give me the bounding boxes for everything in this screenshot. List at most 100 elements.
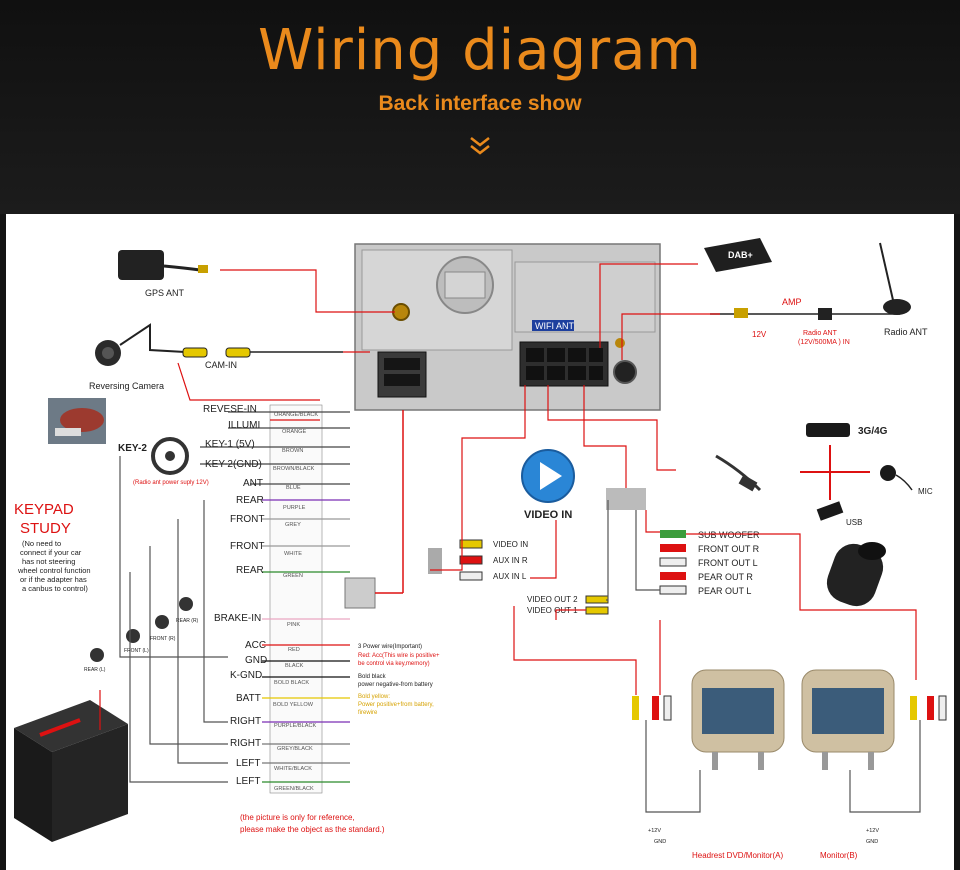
radio-ant-power-label-1: Radio ANT bbox=[803, 330, 838, 337]
color-red: RED bbox=[288, 647, 300, 653]
cam-in-label: CAM-IN bbox=[205, 360, 237, 370]
harness-front-2: FRONT bbox=[230, 541, 264, 552]
reference-note-2: please make the object as the standard.) bbox=[240, 825, 385, 834]
color-blue: BLUE bbox=[286, 485, 301, 491]
harness-batt: BATT bbox=[236, 693, 261, 704]
color-brown: BROWN bbox=[282, 448, 303, 454]
video-in-title: VIDEO IN bbox=[524, 509, 572, 521]
color-brown-black: BROWN/BLACK bbox=[273, 466, 315, 472]
keypad-study: KEYPAD STUDY (No need to connect if your… bbox=[14, 501, 91, 593]
wiring-diagram: WIFI ANT GPS ANT Reversing Camera CAM-IN… bbox=[14, 238, 947, 860]
harness-right-1: RIGHT bbox=[230, 716, 261, 727]
pear-out-l-label: PEAR OUT L bbox=[698, 586, 751, 596]
video-out-2-label: VIDEO OUT 2 bbox=[527, 595, 578, 604]
header-banner: Wiring diagram Back interface show bbox=[0, 0, 960, 214]
color-orange: ORANGE bbox=[282, 429, 307, 435]
harness-left-1: LEFT bbox=[236, 758, 260, 769]
v12-b: +12V bbox=[866, 828, 879, 834]
v12-a: +12V bbox=[648, 828, 661, 834]
dab-module: DAB+ bbox=[704, 238, 772, 272]
car-thumbnail bbox=[48, 398, 106, 444]
mic-label: MIC bbox=[918, 487, 933, 496]
speaker-front-l: FRONT (L) bbox=[124, 648, 149, 654]
head-unit: WIFI ANT bbox=[354, 243, 661, 411]
color-black: BLACK bbox=[285, 663, 304, 669]
power-note-5: power negative-from battery bbox=[358, 682, 433, 688]
harness-acc: ACC bbox=[245, 640, 266, 651]
headrest-monitor-b bbox=[801, 669, 895, 770]
gps-antenna: GPS ANT bbox=[118, 250, 208, 298]
audio-out-cluster: SUB WOOFER FRONT OUT R FRONT OUT L PEAR … bbox=[606, 488, 760, 596]
connection-lines-grey bbox=[119, 456, 921, 813]
harness-k-gnd: K-GND bbox=[230, 670, 262, 681]
keypad-note-1: (No need to bbox=[22, 539, 61, 548]
video-out-1-label: VIDEO OUT 1 bbox=[527, 606, 578, 615]
keypad-title-1: KEYPAD bbox=[14, 501, 74, 518]
harness-left-2: LEFT bbox=[236, 776, 260, 787]
radio-ant-label: Radio ANT bbox=[884, 327, 928, 337]
color-purple: PURPLE bbox=[283, 505, 306, 511]
color-bold-black: BOLD BLACK bbox=[274, 680, 309, 686]
aux-rca-cluster: VIDEO IN AUX IN R AUX IN L bbox=[428, 539, 528, 581]
front-out-l-label: FRONT OUT L bbox=[698, 558, 758, 568]
keypad-note-4: wheel control function bbox=[17, 566, 91, 575]
car-battery bbox=[14, 700, 128, 842]
cross-connector bbox=[800, 445, 870, 500]
color-pink: PINK bbox=[287, 622, 300, 628]
speaker-rear-l: REAR (L) bbox=[84, 667, 106, 673]
subwoofer bbox=[826, 542, 886, 607]
monitor-rca-plugs bbox=[632, 695, 947, 721]
gps-ant-label: GPS ANT bbox=[145, 288, 185, 298]
harness-ant: ANT bbox=[243, 478, 263, 489]
gnd-b: GND bbox=[866, 839, 878, 845]
power-note-2: Red: Acc(This wire is positive+ bbox=[358, 653, 440, 659]
keypad-note-6: a canbus to control) bbox=[22, 584, 88, 593]
keypad-note-2: connect if your car bbox=[20, 548, 82, 557]
harness-illumi: ILLUMI bbox=[228, 420, 260, 431]
gnd-a: GND bbox=[654, 839, 666, 845]
speaker-icons: REAR (R) FRONT (R) FRONT (L) REAR (L) bbox=[84, 597, 199, 673]
color-orange-black: ORANGE/BLACK bbox=[274, 412, 318, 418]
color-grey-black: GREY/BLACK bbox=[277, 746, 313, 752]
monitor-b-label: Monitor(B) bbox=[820, 851, 858, 860]
harness-wires bbox=[200, 404, 404, 794]
radio-antenna: Radio ANT bbox=[879, 242, 928, 337]
aux-in-r-label: AUX IN R bbox=[493, 556, 528, 565]
reversing-camera-label: Reversing Camera bbox=[89, 381, 164, 391]
radio-ant-power-label-2: (12V/500MA ) IN bbox=[798, 339, 850, 346]
cable-coil bbox=[715, 454, 762, 492]
harness-front-1: FRONT bbox=[230, 514, 264, 525]
reversing-camera: Reversing Camera CAM-IN bbox=[89, 323, 343, 391]
play-icon bbox=[521, 449, 575, 503]
aux-in-l-label: AUX IN L bbox=[493, 572, 527, 581]
wifi-ant-label: WIFI ANT bbox=[535, 321, 574, 331]
harness-key2: KEY-2(GND) bbox=[205, 459, 262, 470]
keypad-title-2: STUDY bbox=[20, 520, 71, 537]
3g4g-label: 3G/4G bbox=[858, 426, 888, 437]
page-subtitle: Back interface show bbox=[378, 92, 582, 115]
color-grey: GREY bbox=[285, 522, 301, 528]
harness-reverse-in: REVESE-IN bbox=[203, 404, 257, 415]
amp-wiring: AMP 12V Radio ANT (12V/500MA ) IN bbox=[710, 297, 900, 346]
power-note-8: firewire bbox=[358, 710, 378, 716]
keypad-note-3: has not steering bbox=[22, 557, 75, 566]
connection-lines bbox=[99, 263, 917, 730]
usb-label: USB bbox=[846, 518, 862, 527]
sub-woofer-label: SUB WOOFER bbox=[698, 530, 760, 540]
reference-note-1: (the picture is only for reference, bbox=[240, 813, 355, 822]
color-white: WHITE bbox=[284, 551, 302, 557]
radio-power-note: (Radio ant power suply 12V) bbox=[133, 480, 209, 486]
power-note-4: Bold black bbox=[358, 674, 387, 680]
mic-device: MIC bbox=[880, 465, 933, 496]
color-white-black: WHITE/BLACK bbox=[274, 766, 312, 772]
power-notes: 3 Power wire(Important) Red: Acc(This wi… bbox=[358, 644, 440, 716]
video-out-cluster: VIDEO OUT 2 VIDEO OUT 1 bbox=[527, 595, 609, 615]
color-purple-black: PURPLE/BLACK bbox=[274, 723, 317, 729]
amp-label: AMP bbox=[782, 297, 802, 307]
power-note-6: Bold yellow: bbox=[358, 694, 390, 700]
usb-stick: USB bbox=[816, 501, 862, 527]
speaker-rear-r: REAR (R) bbox=[176, 618, 199, 624]
harness-brake-in: BRAKE-IN bbox=[214, 613, 261, 624]
power-note-3: be control via key,memory) bbox=[358, 661, 430, 667]
steering-wheel-icon bbox=[151, 437, 189, 475]
